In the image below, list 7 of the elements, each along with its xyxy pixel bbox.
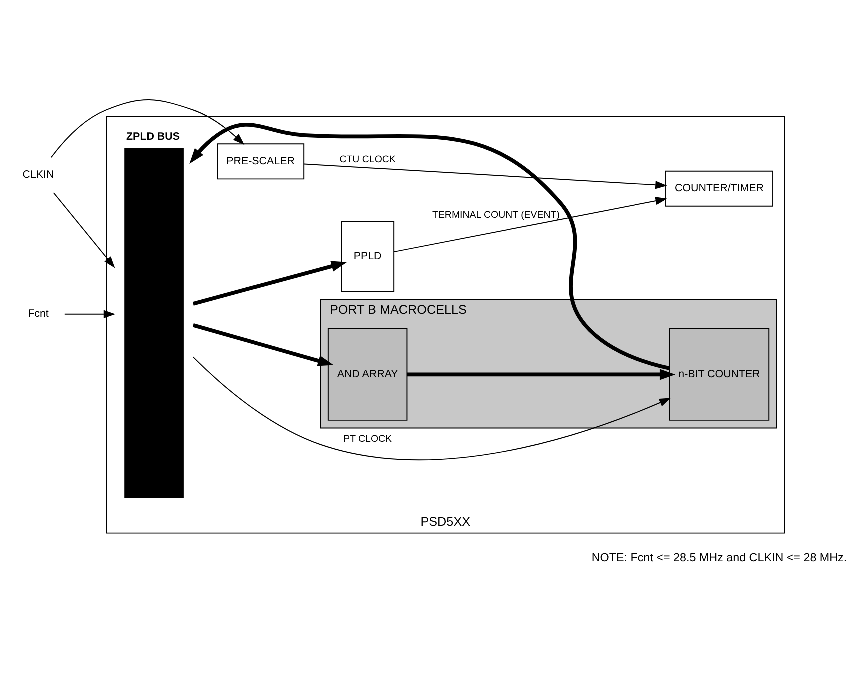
- node-text: CLKIN: [22, 169, 54, 182]
- edge-label: PT CLOCK: [344, 434, 392, 445]
- label: NOTE: Fcnt <= 28.5 MHz and CLKIN <= 28 MHz.: [592, 552, 848, 565]
- edge-label: CTU CLOCK: [340, 154, 396, 166]
- edge-label: TERMINAL COUNT (EVENT): [432, 210, 560, 222]
- node-text: Fcnt: [28, 308, 49, 320]
- node-label: ZPLD BUS: [126, 131, 180, 144]
